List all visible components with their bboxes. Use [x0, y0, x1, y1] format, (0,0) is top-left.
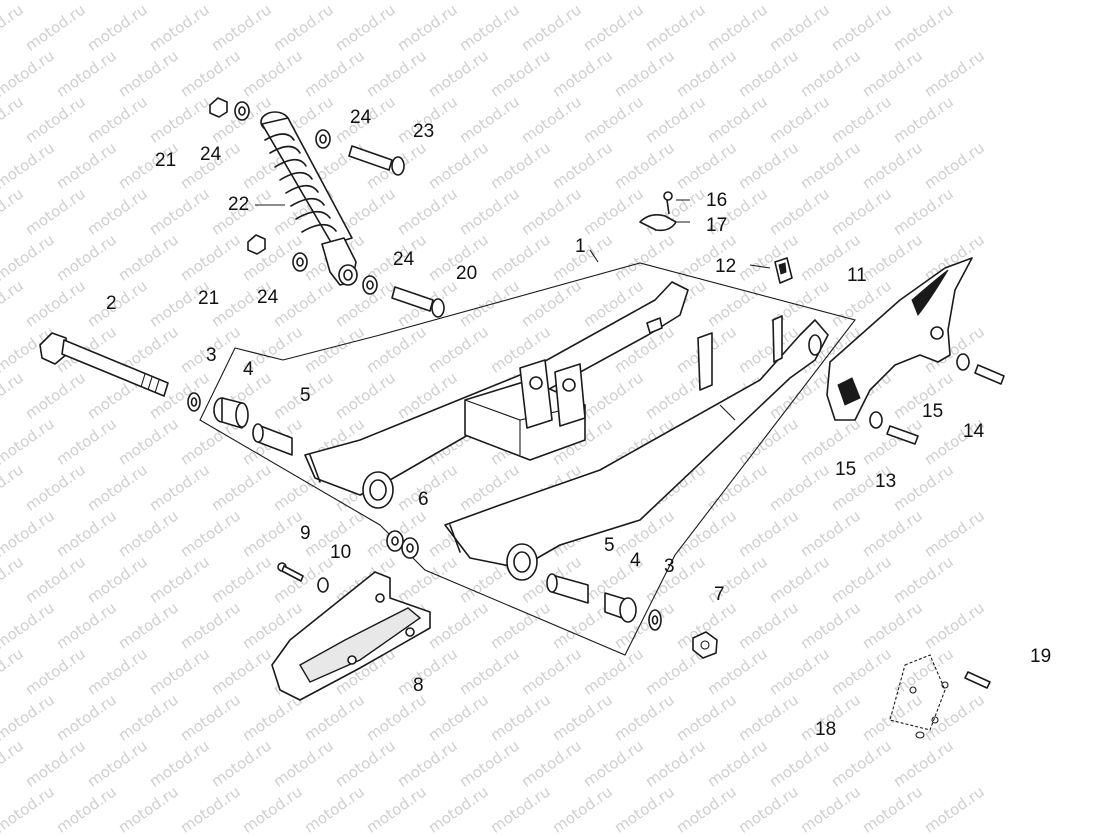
- callout-1: 1: [575, 236, 586, 257]
- chain-guard-part-11: [826, 257, 1005, 445]
- callout-24: 24: [393, 249, 415, 270]
- left-pivot-hardware: [187, 392, 293, 456]
- callout-24: 24: [350, 107, 372, 128]
- callout-18: 18: [815, 719, 837, 740]
- leader-lines: [255, 204, 736, 421]
- callout-14: 14: [963, 421, 985, 442]
- washers-part-6: [386, 530, 419, 559]
- bracket-part-18-19: [889, 654, 991, 739]
- callout-4: 4: [243, 359, 254, 380]
- callout-24: 24: [200, 144, 222, 165]
- chain-slider-part-8: [271, 562, 431, 701]
- assembly-outline: [199, 262, 856, 656]
- callout-11: 11: [847, 265, 867, 286]
- callout-3: 3: [664, 556, 675, 577]
- callout-6: 6: [418, 489, 429, 510]
- clamp-part-16-17: [639, 191, 690, 232]
- callout-8: 8: [413, 675, 424, 696]
- callout-21: 21: [198, 288, 220, 309]
- callout-3: 3: [206, 345, 217, 366]
- callout-24: 24: [257, 287, 279, 308]
- clip-part-12: [749, 257, 793, 284]
- callout-5: 5: [604, 535, 615, 556]
- callout-13: 13: [875, 471, 897, 492]
- callout-15: 15: [922, 401, 944, 422]
- swingarm-part-1: [304, 281, 829, 581]
- callout-4: 4: [630, 550, 641, 571]
- callout-16: 16: [706, 190, 728, 211]
- callout-10: 10: [330, 542, 352, 563]
- callout-12: 12: [715, 256, 737, 277]
- callout-17: 17: [706, 215, 728, 236]
- callout-20: 20: [456, 263, 478, 284]
- shock-absorber-part-22: [209, 97, 445, 318]
- callout-21: 21: [155, 150, 177, 171]
- callout-19: 19: [1030, 646, 1052, 667]
- right-pivot-hardware: [546, 573, 718, 659]
- callout-7: 7: [714, 584, 725, 605]
- pivot-bolt-part-2: [39, 332, 169, 397]
- callout-9: 9: [300, 523, 311, 544]
- callout-23: 23: [413, 121, 435, 142]
- callout-2: 2: [106, 293, 117, 314]
- callout-5: 5: [300, 385, 311, 406]
- callout-22: 22: [228, 194, 250, 215]
- callout-15: 15: [835, 459, 857, 480]
